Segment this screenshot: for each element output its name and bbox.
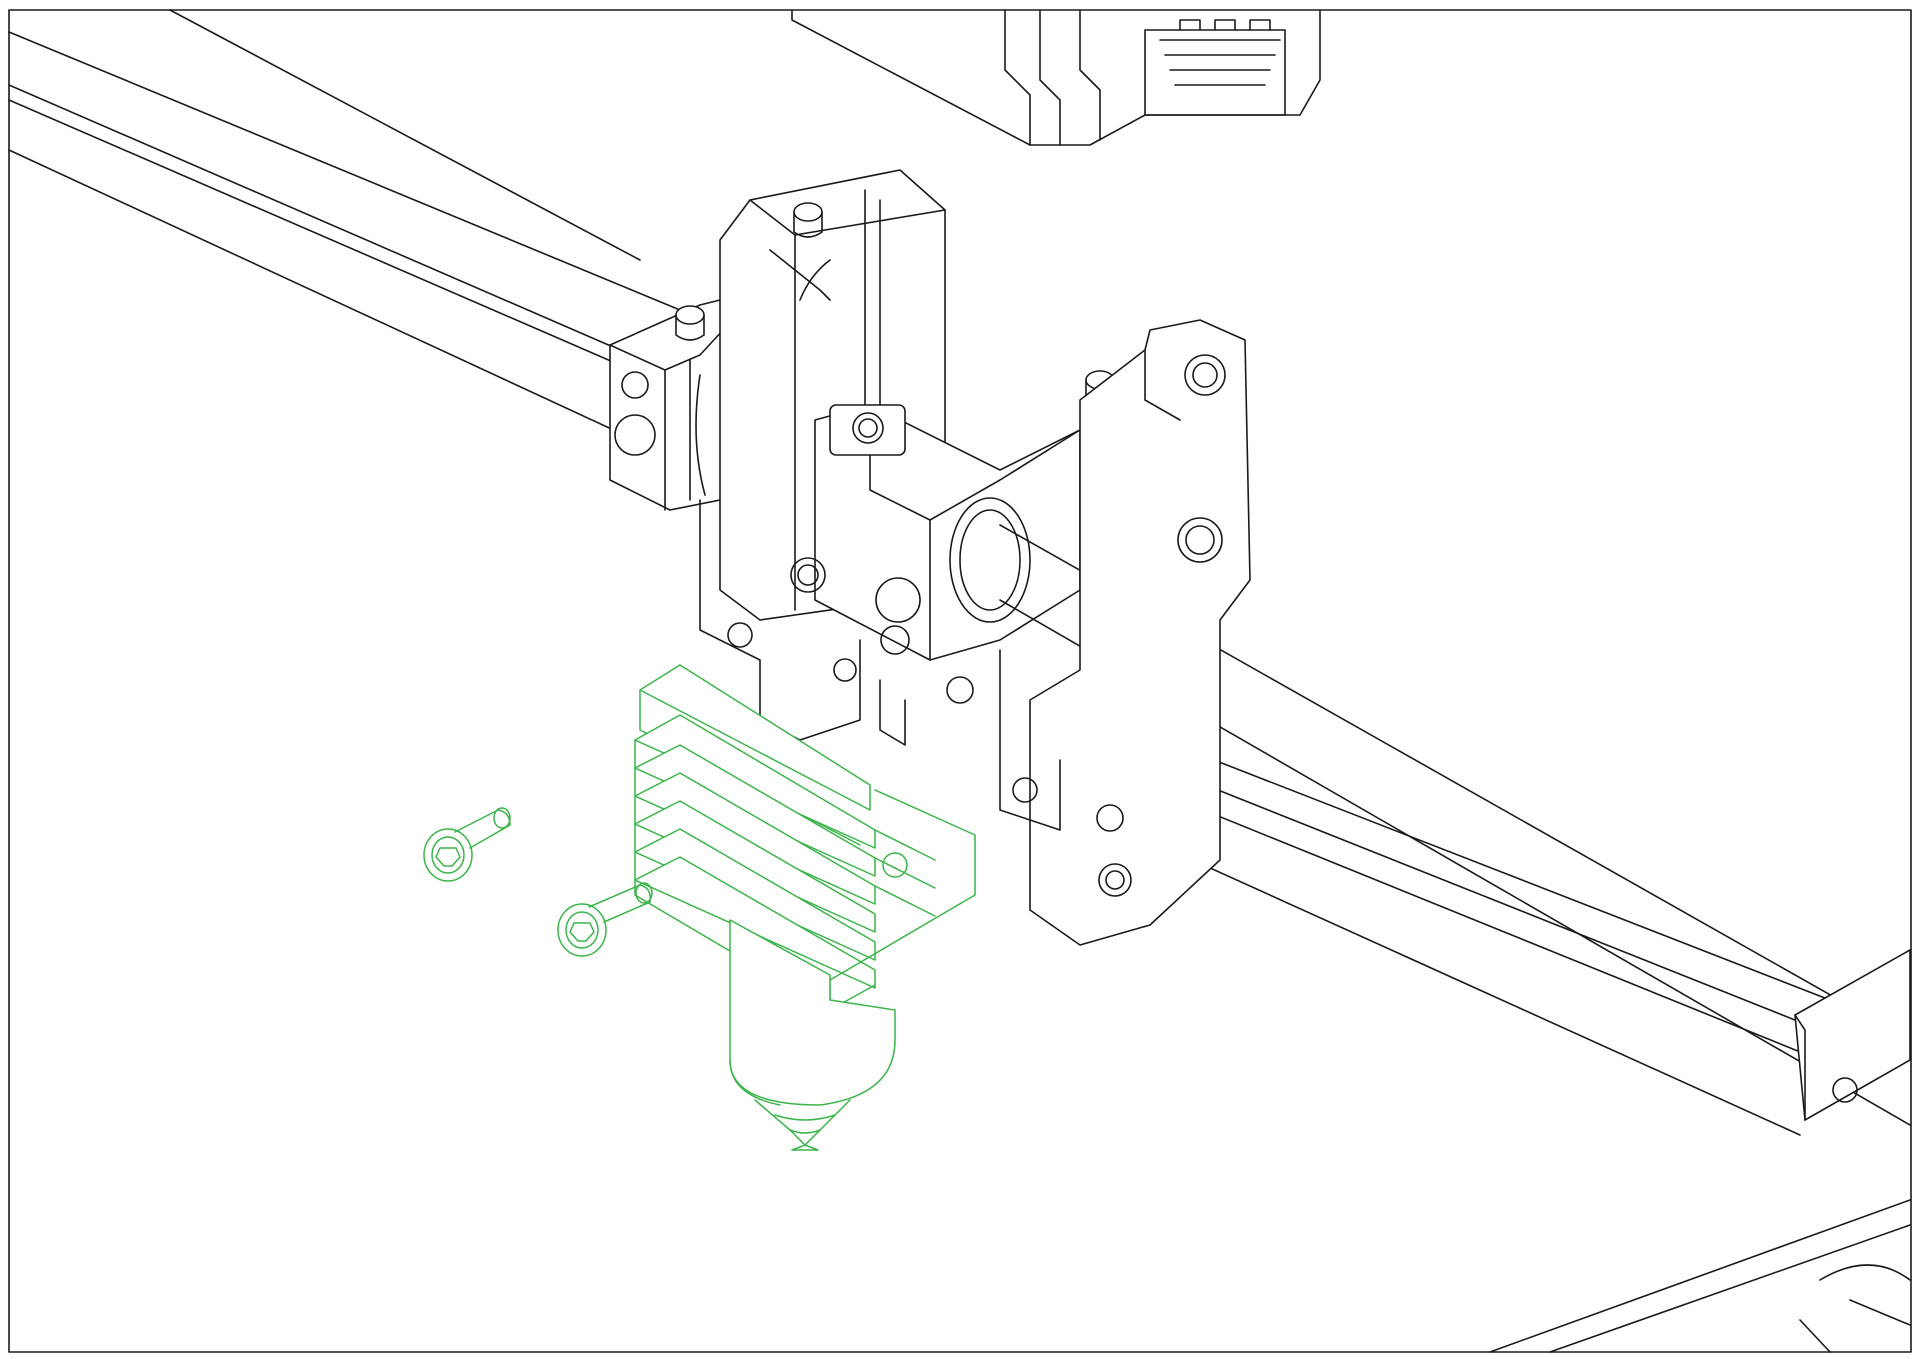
drawing-border	[8, 9, 1912, 1353]
hotend-heater-nozzle[interactable]	[729, 919, 896, 1151]
x-carriage	[609, 169, 1115, 746]
stepper-motor	[791, 9, 1321, 146]
side-plate	[999, 319, 1251, 946]
hotend-heatsink[interactable]	[634, 664, 976, 1011]
cap-screw-1[interactable]	[423, 807, 511, 882]
cap-screw-2[interactable]	[557, 882, 653, 957]
frame-extrusion	[1489, 949, 1911, 1353]
